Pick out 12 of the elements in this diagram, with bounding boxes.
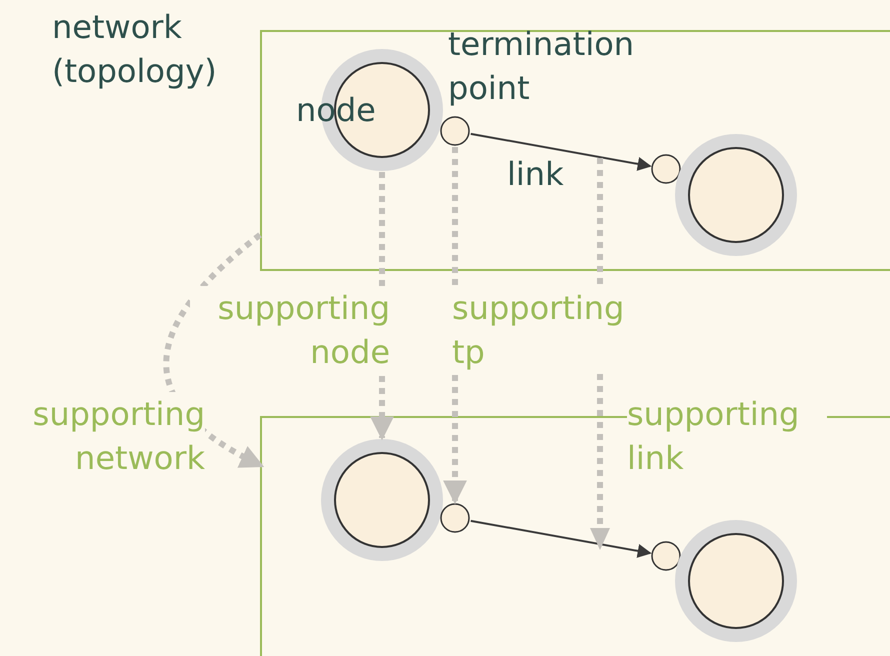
dashed-arrow bbox=[164, 232, 264, 469]
edge-label: link bbox=[507, 154, 565, 195]
arrow bbox=[470, 520, 652, 558]
termination-point-circle bbox=[651, 154, 681, 184]
termination-point-circle bbox=[440, 503, 470, 533]
network-title: network (topology) bbox=[52, 7, 218, 92]
node-circle bbox=[675, 134, 797, 256]
arrow bbox=[470, 132, 652, 171]
node-circle bbox=[675, 520, 797, 642]
termination-point-label: termination point bbox=[448, 24, 636, 109]
termination-point-circle bbox=[651, 541, 681, 571]
node-circle bbox=[321, 439, 443, 561]
